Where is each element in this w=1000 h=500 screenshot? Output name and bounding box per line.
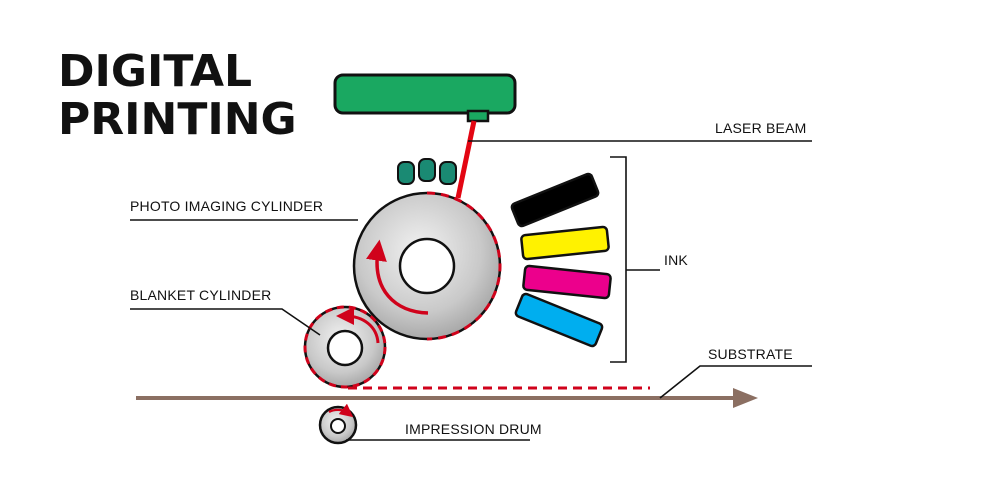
label-impression-drum: IMPRESSION DRUM	[405, 421, 542, 437]
ink-magenta-cartridge	[522, 264, 612, 300]
title-line-2: PRINTING	[58, 94, 297, 145]
ink-bracket	[610, 156, 660, 363]
ink-cyan-cartridge	[514, 292, 604, 348]
rotation-arrow-icon	[336, 307, 380, 344]
substrate-leader	[659, 365, 812, 399]
ink-black-cartridge	[510, 172, 600, 228]
photo-imaging-cylinder	[352, 191, 502, 341]
impression-drum	[318, 403, 358, 445]
label-laser-beam: LASER BEAM	[715, 120, 806, 136]
ink-yellow-cartridge	[520, 225, 610, 261]
title-line-1: DIGITAL	[58, 46, 252, 97]
blanket-cylinder	[303, 305, 387, 389]
label-photo-imaging-cylinder: PHOTO IMAGING CYLINDER	[130, 198, 323, 214]
substrate-arrow	[136, 388, 758, 408]
rotation-arrow-icon	[328, 403, 354, 418]
blanket-leader	[130, 308, 321, 336]
laser-head	[333, 73, 517, 123]
ink-cartridges	[510, 172, 612, 348]
label-substrate: SUBSTRATE	[708, 346, 793, 362]
rotation-arrow-icon	[366, 239, 429, 315]
label-ink: INK	[664, 252, 688, 268]
developer-nozzles	[397, 158, 457, 185]
laser-beam	[455, 120, 477, 199]
label-blanket-cylinder: BLANKET CYLINDER	[130, 287, 271, 303]
